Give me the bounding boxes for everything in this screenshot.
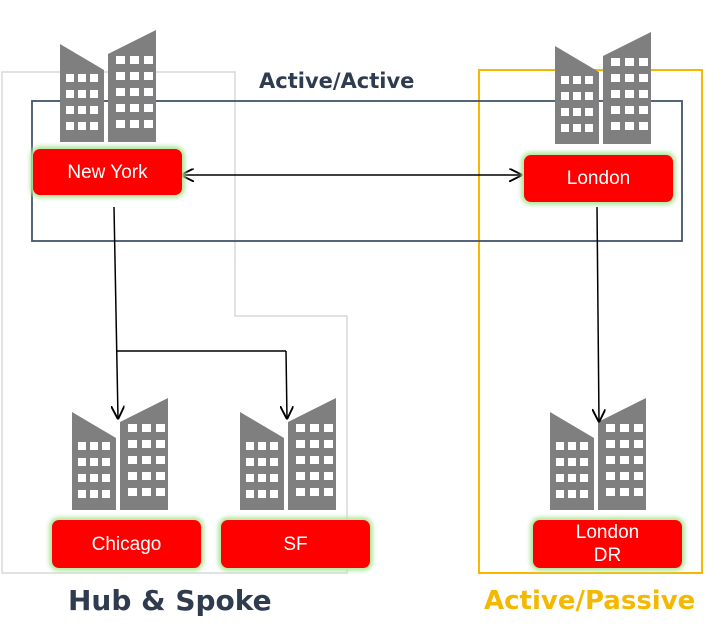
new-york-to-chicago-arrow-icon bbox=[114, 206, 118, 418]
active-active-group-box bbox=[31, 100, 683, 242]
london-building-icon bbox=[555, 32, 651, 144]
hub-spoke-label: Hub & Spoke bbox=[68, 584, 272, 617]
sf-building-icon bbox=[240, 398, 336, 510]
london-node[interactable]: London bbox=[524, 155, 673, 202]
active-passive-label: Active/Passive bbox=[484, 586, 696, 616]
chicago-node[interactable]: Chicago bbox=[52, 520, 201, 568]
london-to-london-dr-arrow-icon bbox=[597, 206, 599, 421]
chicago-building-icon bbox=[72, 398, 168, 510]
new-york-node[interactable]: New York bbox=[33, 149, 182, 195]
hub-spoke-group-box bbox=[1, 71, 348, 574]
active-active-label: Active/Active bbox=[259, 69, 415, 93]
sf-node[interactable]: SF bbox=[221, 520, 370, 568]
london-dr-building-icon bbox=[550, 398, 646, 510]
hub-to-sf-arrow-icon bbox=[286, 350, 287, 418]
new-york-building-icon bbox=[60, 30, 156, 142]
london-dr-node[interactable]: London DR bbox=[533, 520, 682, 568]
